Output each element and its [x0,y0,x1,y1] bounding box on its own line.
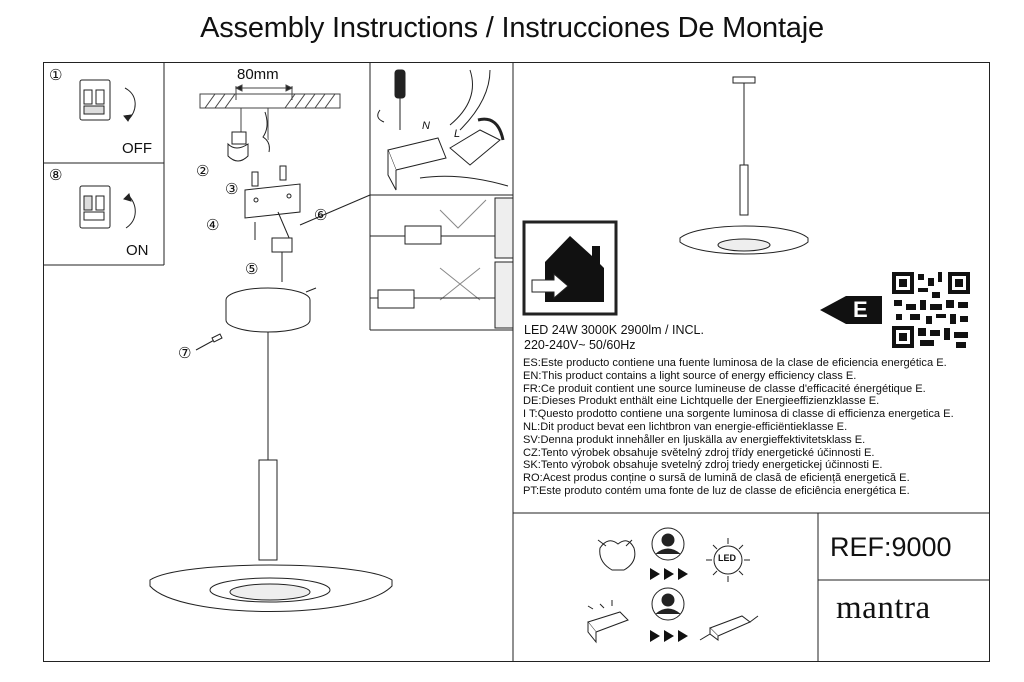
driver-broken-icon [587,600,629,644]
technician-icon [651,527,685,621]
pendant-lamp-preview [679,76,809,255]
energy-statement-sk: SK:Tento výrobok obsahuje svetelný zdroj… [523,459,883,472]
qr-code-icon [892,272,970,348]
step-3-number: ③ [225,181,239,198]
instruction-frame [43,62,990,662]
connection-diagram-correct [370,197,514,259]
step-2-number: ② [196,163,210,180]
step-6-number: ⑥ [314,207,328,224]
indoor-use-icon [522,220,618,316]
reference-number: REF:9000 [830,532,952,562]
step-8-number: ⑧ [49,167,63,184]
energy-statement-ro: RO:Acest produs conține o sursă de lumin… [523,472,910,485]
terminal-block-icon [387,69,509,191]
energy-statements: ES:Este producto contiene una fuente lum… [523,357,954,498]
wire-n-label: N [422,120,430,132]
no-bulb-replace-icon [597,539,636,571]
connector-block-icon [271,194,371,282]
energy-statement-es: ES:Este producto contiene una fuente lum… [523,357,947,369]
energy-statement-sv: SV:Denna produkt innehåller en ljuskälla… [523,433,866,446]
spec-voltage: 220-240V~ 50/60Hz [524,338,636,352]
on-label: ON [126,242,149,259]
step-1-number: ① [49,67,63,84]
energy-statement-de: DE:Dieses Produkt enthält eine Lichtquel… [523,395,880,408]
spec-power: LED 24W 3000K 2900lm / INCL. [524,323,704,337]
off-label: OFF [122,140,152,157]
energy-statement-cz: CZ:Tento výrobek obsahuje světelný zdroj… [523,446,875,459]
wrong-connection-icon [439,267,481,301]
dimension-label: 80mm [237,66,279,83]
energy-statement-nl: NL:Dit product bevat een lichtbron van e… [523,420,848,433]
mounting-bracket-icon [244,165,301,241]
energy-class-arrow-icon [820,296,882,324]
wire-l-label: L [454,128,461,140]
wall-anchor-icon [227,111,270,162]
brand-logo: mantra [836,590,931,626]
screwdriver-icon [377,69,406,130]
screw-icon [195,287,317,351]
energy-statement-fr: FR:Ce produit contient une source lumine… [523,382,926,395]
step-5-number: ⑤ [245,261,259,278]
pendant-lamp-large [149,459,393,612]
breaker-on-icon [79,185,136,229]
canopy [225,287,311,460]
connection-diagram-wrong [370,261,514,329]
energy-class-letter: E [853,297,868,322]
arrows-icon [650,568,688,642]
specifications: LED 24W 3000K 2900lm / INCL. 220-240V~ 5… [524,323,704,353]
led-icon-label: LED [718,553,736,563]
energy-statement-pt: PT:Este produto contém uma fonte de luz … [523,484,910,497]
ceiling-hatch [199,84,341,140]
driver-replacement-icon [699,615,759,641]
led-icon [706,538,750,582]
energy-statement-it: I T:Questo prodotto contiene una sorgent… [523,408,954,421]
breaker-off-icon [79,79,136,122]
step-7-number: ⑦ [178,345,192,362]
energy-statement-en: EN:This product contains a light source … [523,369,857,382]
correct-connection-icon [439,199,487,229]
page-title: Assembly Instructions / Instrucciones De… [200,12,824,44]
step-4-number: ④ [206,217,220,234]
